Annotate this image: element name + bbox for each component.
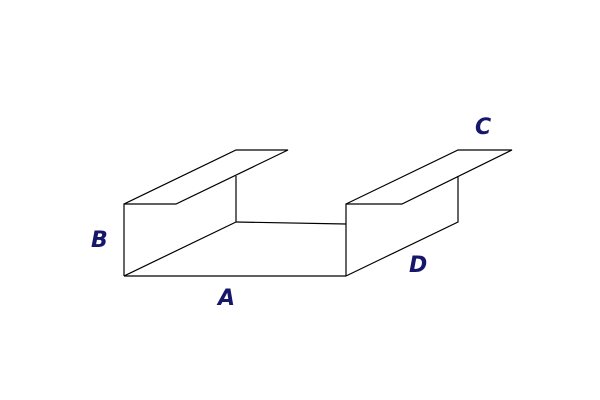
label-a: A xyxy=(218,286,236,311)
left-wall-front-edge xyxy=(123,149,289,276)
right-wall-bottom-edge xyxy=(345,176,459,277)
floor-back-edge xyxy=(235,221,347,225)
label-d: D xyxy=(409,253,428,278)
label-b: B xyxy=(91,228,108,253)
floor-depth-edge xyxy=(123,221,237,277)
right-wall-edge xyxy=(345,149,513,276)
label-c: C xyxy=(475,115,492,140)
